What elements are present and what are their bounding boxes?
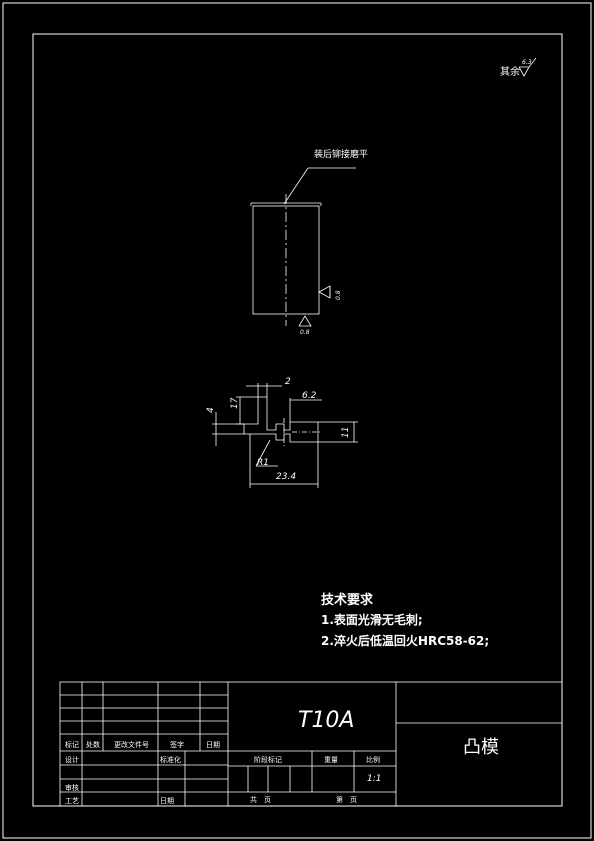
inner-border <box>32 33 563 807</box>
leader-line <box>283 167 309 205</box>
stage-mark-label: 阶段标记 <box>254 755 282 764</box>
role-process: 工艺 <box>65 797 79 805</box>
bottom-roughness-value: 0.8 <box>300 329 310 336</box>
dim-6-2-text: 6.2 <box>302 391 317 401</box>
title-block-text: T10A 凸模 标记 处数 更改文件号 签字 日期 设计 标准化 审核 工艺 日… <box>65 708 499 805</box>
dim-11-text: 11 <box>341 427 351 438</box>
section-profile <box>243 396 319 443</box>
rev-header-date: 日期 <box>206 741 220 749</box>
part-front-view <box>250 167 356 327</box>
bottom-roughness-icon <box>298 315 312 327</box>
total-sheets: 共 页 <box>250 795 271 804</box>
surface-note-label: 其余 <box>500 65 520 78</box>
part-body-outline <box>252 205 320 315</box>
dim-2-text: 2 <box>285 377 291 387</box>
r1-leader <box>255 439 271 467</box>
rev-header-count: 处数 <box>86 740 100 749</box>
sheet-number: 第 页 <box>336 795 357 804</box>
section-dims-text: 2 6.2 17 4 11 R1 23.4 <box>206 377 351 482</box>
roughness-symbol-icon <box>518 66 530 77</box>
scale-value: 1:1 <box>367 774 381 784</box>
r1-text: R1 <box>257 458 269 468</box>
material-text: T10A <box>298 708 354 733</box>
part-name-text: 凸模 <box>463 737 499 758</box>
dim-4-text: 4 <box>206 407 216 413</box>
weight-label: 重量 <box>324 756 338 764</box>
role-check: 审核 <box>65 783 79 792</box>
surface-finish-note: 其余 6.3 <box>500 57 537 78</box>
tech-req-item-2: 2.淬火后低温回火HRC58-62; <box>321 633 489 648</box>
side-roughness-value: 0.8 <box>335 290 342 300</box>
role-standard: 标准化 <box>160 755 181 764</box>
dim-17-text: 17 <box>230 397 240 409</box>
leader-note: 装后铆接磨平 <box>314 148 368 160</box>
date-label: 日期 <box>160 797 174 805</box>
rev-header-mark: 标记 <box>65 740 79 749</box>
tech-requirements: 技术要求 1.表面光滑无毛刺; 2.淬火后低温回火HRC58-62; <box>321 592 489 648</box>
side-roughness-icon <box>318 285 331 299</box>
role-design: 设计 <box>65 755 79 764</box>
surface-note-value: 6.3 <box>522 59 532 66</box>
tech-req-title: 技术要求 <box>321 592 374 608</box>
rev-header-doc: 更改文件号 <box>114 740 149 749</box>
section-view <box>212 383 358 488</box>
tech-req-item-1: 1.表面光滑无毛刺; <box>321 612 423 627</box>
dim-23-4-text: 23.4 <box>276 472 296 482</box>
rev-header-sign: 签字 <box>170 740 184 749</box>
title-block <box>59 681 563 807</box>
scale-label: 比例 <box>366 755 380 764</box>
